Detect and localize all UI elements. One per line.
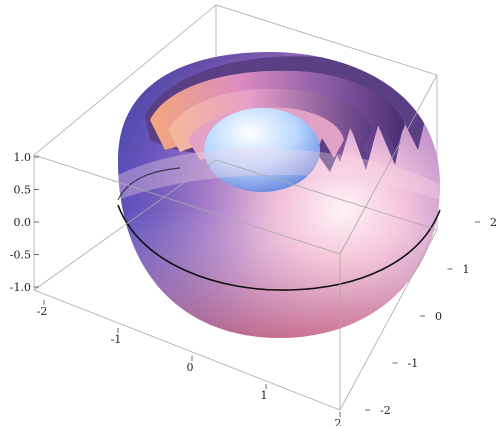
z-axis: 1.0 0.5 0.0 -0.5 -1.0 bbox=[10, 151, 39, 294]
x-axis-tick-label: -1 bbox=[111, 333, 122, 346]
x-axis-tick-label: 1 bbox=[261, 389, 268, 402]
y-axis-tick-label: -2 bbox=[380, 404, 391, 417]
y-axis-tick-label: -1 bbox=[408, 357, 419, 370]
x-axis-tick-label: 0 bbox=[187, 361, 194, 374]
y-axis-tick-label: 1 bbox=[463, 263, 470, 276]
inner-sphere bbox=[204, 108, 320, 192]
x-axis-tick-label: 2 bbox=[335, 417, 342, 426]
bounding-box-front bbox=[33, 74, 438, 411]
x-axis-tick-label: -2 bbox=[37, 305, 48, 318]
y-axis-tick-label: 2 bbox=[490, 216, 497, 229]
x-axis: -2 -1 0 1 2 bbox=[37, 300, 342, 426]
z-axis-tick-label: 0.5 bbox=[14, 184, 32, 197]
z-axis-tick-label: -1.0 bbox=[10, 281, 31, 294]
y-axis-tick-label: 0 bbox=[435, 310, 442, 323]
z-axis-tick-label: 1.0 bbox=[14, 151, 32, 164]
y-axis: 2 1 0 -1 -2 bbox=[365, 216, 497, 417]
equator-curve bbox=[117, 204, 441, 291]
z-axis-tick-label: -0.5 bbox=[10, 249, 31, 262]
z-axis-tick-label: 0.0 bbox=[14, 216, 32, 229]
inner-shells bbox=[118, 56, 440, 200]
